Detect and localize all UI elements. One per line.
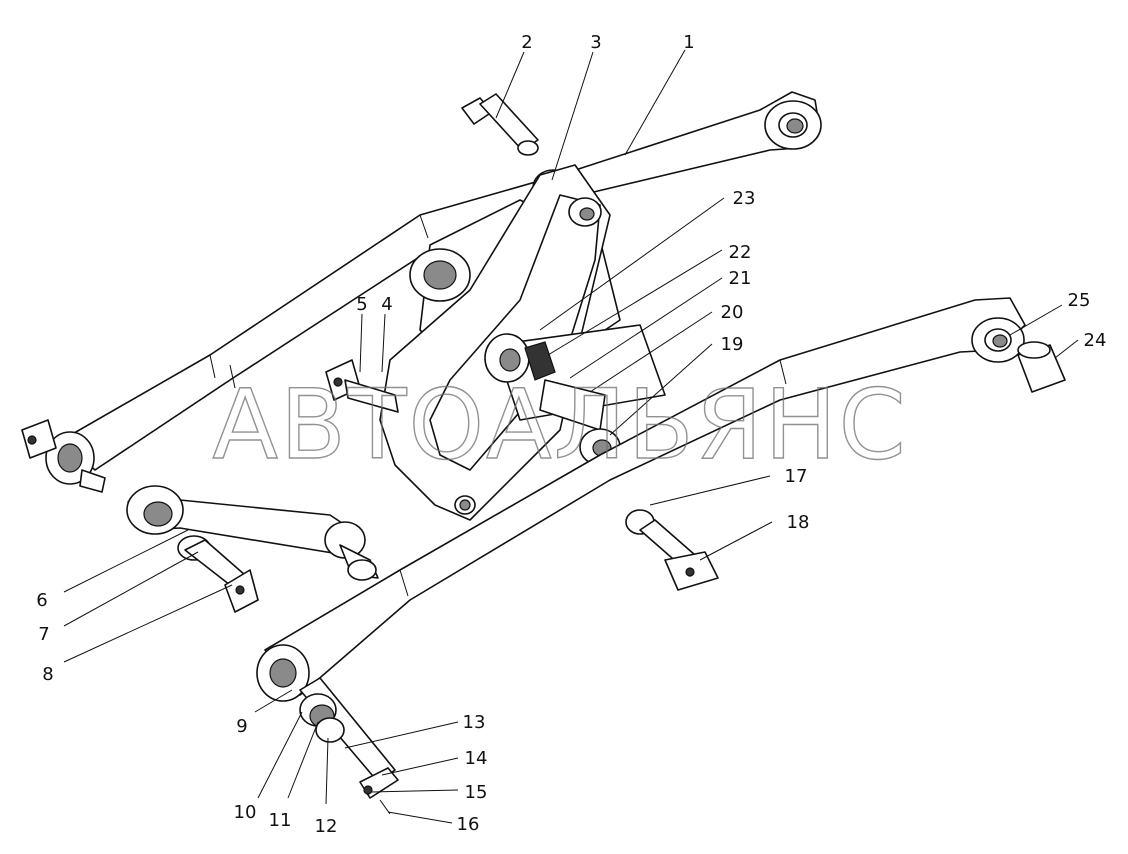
callout-14: 14	[465, 748, 488, 769]
lower-link-end-eye	[971, 317, 1025, 363]
callout-24: 24	[1084, 330, 1107, 351]
lower-pin-assembly	[299, 677, 399, 815]
callout-19: 19	[721, 334, 744, 355]
watermark-text: АВТОАЛЬЯНС	[212, 369, 907, 481]
callout-4: 4	[381, 294, 392, 315]
callout-7: 7	[38, 624, 49, 645]
callout-8: 8	[42, 664, 53, 685]
right-pin	[625, 509, 719, 591]
callout-15: 15	[465, 782, 488, 803]
callout-labels: 1 2 3 4 5 6 7 8 9 10 11 12 13 14 15 16 1…	[36, 32, 1106, 837]
callout-11: 11	[269, 810, 292, 831]
callout-20: 20	[721, 302, 744, 323]
bushing-sleeve	[1017, 341, 1066, 393]
callout-9: 9	[236, 716, 247, 737]
short-link	[126, 485, 379, 613]
callout-10: 10	[234, 802, 257, 823]
callout-22: 22	[729, 242, 752, 263]
lower-link-front-joint	[256, 644, 310, 702]
callout-25: 25	[1068, 290, 1091, 311]
upper-link-end-eye	[764, 100, 822, 150]
leader-lines	[63, 49, 1079, 824]
callout-13: 13	[463, 712, 486, 733]
callout-2: 2	[521, 32, 532, 53]
callout-12: 12	[315, 816, 338, 837]
callout-6: 6	[36, 590, 47, 611]
cross-shaft	[484, 324, 666, 466]
upper-link-front-joint	[21, 419, 106, 493]
callout-17: 17	[785, 466, 808, 487]
upper-pin	[461, 93, 539, 156]
callout-21: 21	[729, 268, 752, 289]
callout-23: 23	[733, 188, 756, 209]
callout-16: 16	[457, 814, 480, 835]
mounting-bolt-plate	[325, 359, 399, 413]
callout-3: 3	[590, 32, 601, 53]
callout-1: 1	[683, 32, 694, 53]
callout-5: 5	[356, 294, 367, 315]
callout-18: 18	[787, 512, 810, 533]
